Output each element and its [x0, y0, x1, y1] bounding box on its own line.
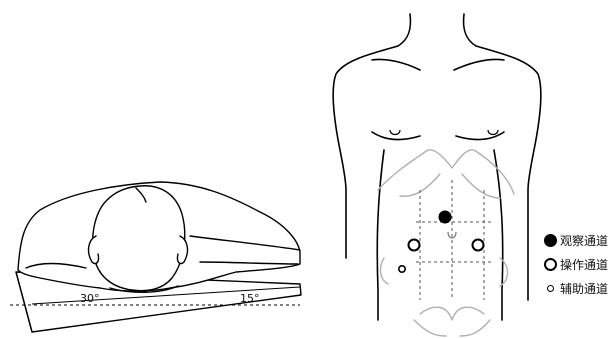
- legend-label-observation: 观察通道: [560, 232, 608, 249]
- rib-cage-outline: [378, 150, 514, 194]
- pelvic-outline-right: [500, 258, 508, 286]
- legend: 观察通道 操作通道 辅助通道: [544, 228, 613, 300]
- groin-left: [414, 320, 446, 336]
- left-waist-line: [377, 150, 384, 320]
- patient-position-view: [16, 182, 301, 332]
- neck-right: [464, 14, 477, 46]
- left-pectoral: [372, 132, 420, 139]
- abdominal-outline: [378, 150, 514, 336]
- legend-item-observation: 观察通道: [544, 228, 613, 252]
- legend-label-operation: 操作通道: [560, 256, 608, 273]
- pubic-curve: [420, 307, 484, 320]
- filled-circle-icon: [544, 234, 557, 247]
- groin-right: [460, 320, 490, 336]
- torso-left-contour: [333, 46, 398, 258]
- left-nipple: [390, 130, 400, 135]
- legend-label-auxiliary: 辅助通道: [560, 280, 608, 297]
- operation-port-right: [473, 240, 484, 251]
- head-outline: [93, 186, 185, 291]
- torso-view: [333, 14, 541, 320]
- hollow-circle-icon: [544, 258, 557, 271]
- observation-port-marker: [439, 211, 452, 224]
- nipples: [390, 130, 498, 135]
- auxiliary-port-marker: [399, 266, 405, 272]
- left-chest-line: [372, 59, 420, 70]
- torso-right-contour: [476, 46, 541, 300]
- legend-item-auxiliary: 辅助通道: [544, 276, 613, 300]
- right-costal-margin: [462, 174, 500, 198]
- right-waist-line: [494, 150, 503, 320]
- legend-item-operation: 操作通道: [544, 252, 613, 276]
- small-hollow-circle-icon: [547, 285, 554, 292]
- operation-port-left: [409, 240, 420, 251]
- pelvic-outline-left: [381, 258, 388, 284]
- neck-left: [398, 14, 411, 46]
- angle-label-right: 15°: [240, 292, 260, 305]
- right-nipple: [488, 130, 498, 135]
- right-chest-line: [454, 59, 504, 70]
- angle-label-left: 30°: [80, 292, 100, 305]
